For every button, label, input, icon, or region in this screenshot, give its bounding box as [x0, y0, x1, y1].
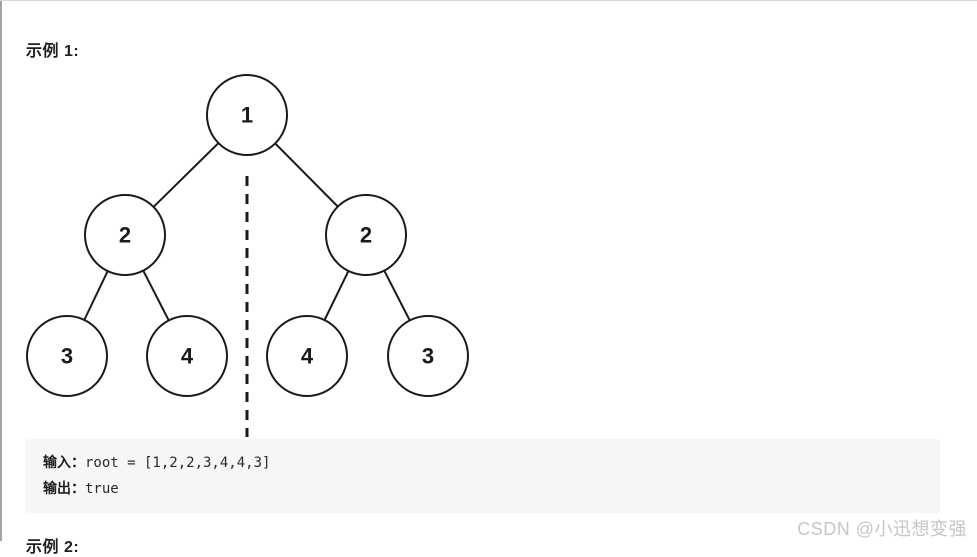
tree-node-value: 4 — [301, 344, 314, 369]
tree-node-circle — [325, 194, 407, 276]
page-top-border — [0, 0, 977, 1]
example-1-code-block: 输入：root = [1,2,2,3,4,4,3] 输出：true — [25, 439, 940, 513]
tree-node-value: 2 — [119, 223, 131, 248]
tree-node-circle — [26, 315, 108, 397]
tree-node-value: 3 — [61, 344, 73, 369]
tree-node-value: 3 — [422, 344, 434, 369]
csdn-watermark: CSDN @小迅想变强 — [797, 519, 967, 539]
output-label: 输出： — [43, 481, 85, 497]
code-line-output: 输出：true — [43, 476, 922, 502]
tree-node: 4 — [266, 315, 348, 397]
tree-node-circle — [146, 315, 228, 397]
tree-node-circle — [266, 315, 348, 397]
tree-node-circle — [84, 194, 166, 276]
output-value: true — [85, 481, 119, 497]
tree-node-value: 4 — [181, 344, 194, 369]
tree-node: 1 — [206, 74, 288, 156]
tree-node-value: 2 — [360, 223, 372, 248]
tree-node: 4 — [146, 315, 228, 397]
tree-node-value: 1 — [241, 103, 253, 128]
tree-node: 2 — [84, 194, 166, 276]
input-label: 输入： — [43, 455, 85, 471]
page-left-border — [0, 0, 2, 541]
tree-node-circle — [206, 74, 288, 156]
binary-tree-diagram: 1 2 2 3 4 4 3 — [26, 74, 469, 437]
tree-node: 2 — [325, 194, 407, 276]
example-2-heading: 示例 2: — [26, 539, 80, 556]
code-line-input: 输入：root = [1,2,2,3,4,4,3] — [43, 450, 922, 476]
tree-node: 3 — [387, 315, 469, 397]
tree-node: 3 — [26, 315, 108, 397]
example-1-heading: 示例 1: — [26, 43, 80, 60]
input-value: root = [1,2,2,3,4,4,3] — [85, 455, 271, 471]
tree-node-circle — [387, 315, 469, 397]
